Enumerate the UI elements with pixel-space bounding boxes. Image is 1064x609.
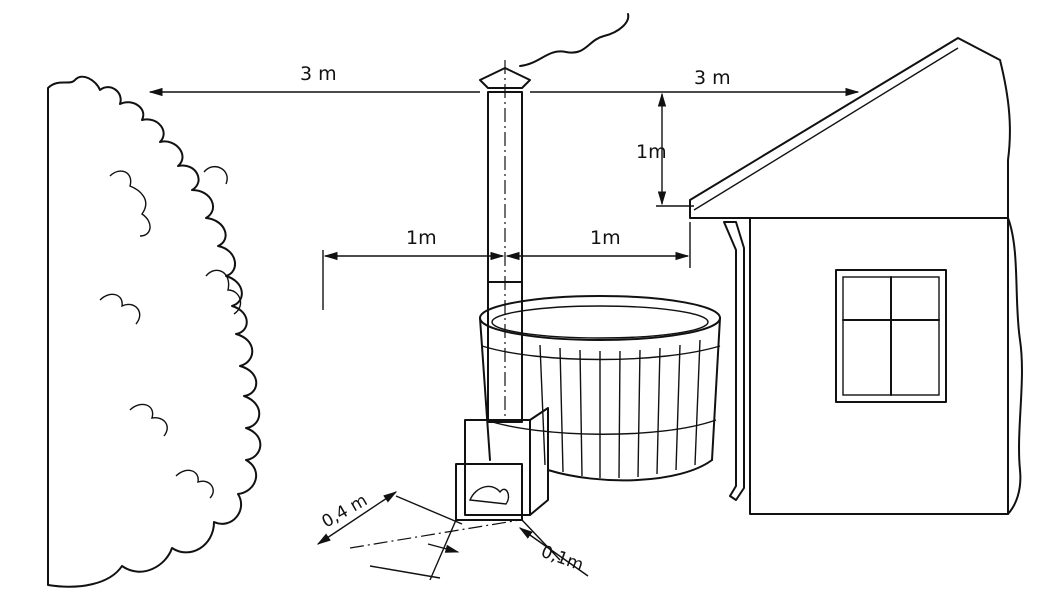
- label-roof-1m: 1m: [636, 141, 667, 163]
- bush: [47, 75, 262, 588]
- label-house-1m: 1m: [590, 227, 621, 249]
- label-stove-side: 0,1m: [538, 542, 586, 576]
- house: [689, 37, 1023, 515]
- label-house-3m: 3 m: [694, 67, 731, 89]
- dimension-house-3m: 3 m: [530, 67, 860, 97]
- label-bush-1m: 1m: [406, 227, 437, 249]
- hot-tub: [479, 295, 721, 482]
- smoke: [519, 13, 630, 67]
- stove: [455, 60, 549, 521]
- label-bush-3m: 3 m: [300, 63, 337, 85]
- dimension-roof-1m: 1m: [636, 92, 694, 207]
- dimension-bush-3m: 3 m: [148, 63, 480, 97]
- dimension-house-1m: 1m: [505, 222, 691, 268]
- dimension-bush-1m: 1m: [322, 227, 505, 310]
- dimension-stove-front: 0,4 m: [316, 491, 521, 581]
